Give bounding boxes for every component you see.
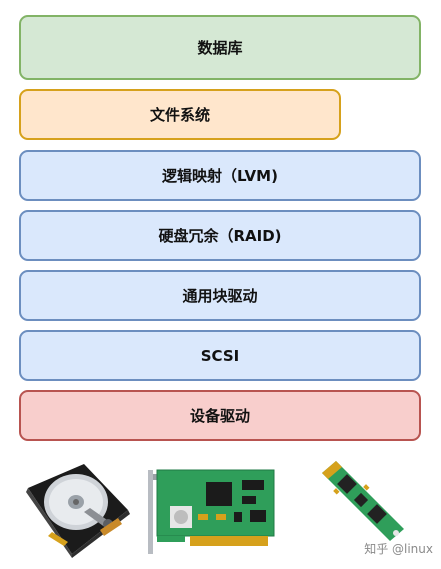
layer-lvm: 逻辑映射（LVM)	[19, 150, 421, 201]
layer-lvm-label: 逻辑映射（LVM)	[162, 167, 278, 185]
hard-disk-icon	[26, 464, 130, 558]
layer-block-driver: 通用块驱动	[19, 270, 421, 321]
layer-raid-label: 硬盘冗余（RAID)	[158, 227, 282, 245]
layer-database-label: 数据库	[197, 39, 243, 57]
layer-database: 数据库	[19, 15, 421, 80]
watermark: 知乎 @linux	[364, 542, 433, 556]
layer-scsi-label: SCSI	[200, 346, 240, 365]
pci-card-icon	[148, 469, 275, 554]
layer-device-driver: 设备驱动	[19, 390, 421, 441]
layer-scsi: SCSI	[19, 330, 421, 381]
layer-block-driver-label: 通用块驱动	[182, 287, 258, 305]
layer-raid: 硬盘冗余（RAID)	[19, 210, 421, 261]
layer-filesystem: 文件系统	[19, 89, 341, 140]
layer-filesystem-label: 文件系统	[149, 106, 210, 124]
layer-device-driver-label: 设备驱动	[189, 407, 250, 425]
m2-ssd-icon	[322, 461, 404, 541]
